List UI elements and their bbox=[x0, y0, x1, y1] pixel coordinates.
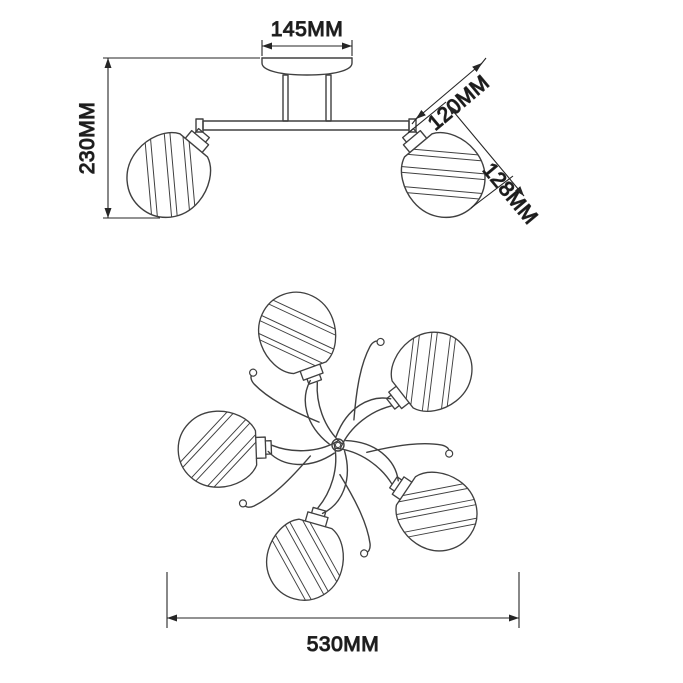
support-rod-right bbox=[325, 74, 332, 122]
dimension-label-fixture-height: 230MM bbox=[76, 102, 99, 175]
dimension-label-overall-width: 530MM bbox=[307, 633, 380, 656]
bar-end-cap-right bbox=[408, 118, 417, 133]
curved-arm bbox=[300, 335, 421, 449]
dimension-canopy-width: 145MM bbox=[261, 17, 353, 56]
lamp-shade-plan-right bbox=[342, 279, 516, 462]
dimension-fixture-height: 230MM bbox=[75, 57, 260, 219]
curved-arm bbox=[335, 395, 456, 506]
side-elevation-view bbox=[76, 57, 540, 268]
lamp-shade-plan-bottom bbox=[221, 489, 397, 628]
bar-end-cap-left bbox=[195, 118, 204, 133]
dimension-label-canopy-width: 145MM bbox=[271, 18, 344, 41]
support-rod-left bbox=[282, 74, 289, 122]
lamp-shade-plan-left bbox=[168, 373, 274, 530]
dimension-label-shade-height: 128MM bbox=[478, 159, 542, 229]
dimension-overall-width: 530MM bbox=[166, 572, 520, 657]
center-hub bbox=[331, 438, 345, 452]
ceiling-canopy bbox=[261, 57, 353, 76]
dimension-shade-diameter: 120MM bbox=[411, 57, 495, 136]
lamp-shade-side-left bbox=[76, 83, 268, 268]
center-hub-inner bbox=[335, 442, 341, 448]
mounting-bar bbox=[202, 120, 410, 131]
curved-arm bbox=[247, 348, 343, 466]
plan-view bbox=[168, 262, 521, 628]
